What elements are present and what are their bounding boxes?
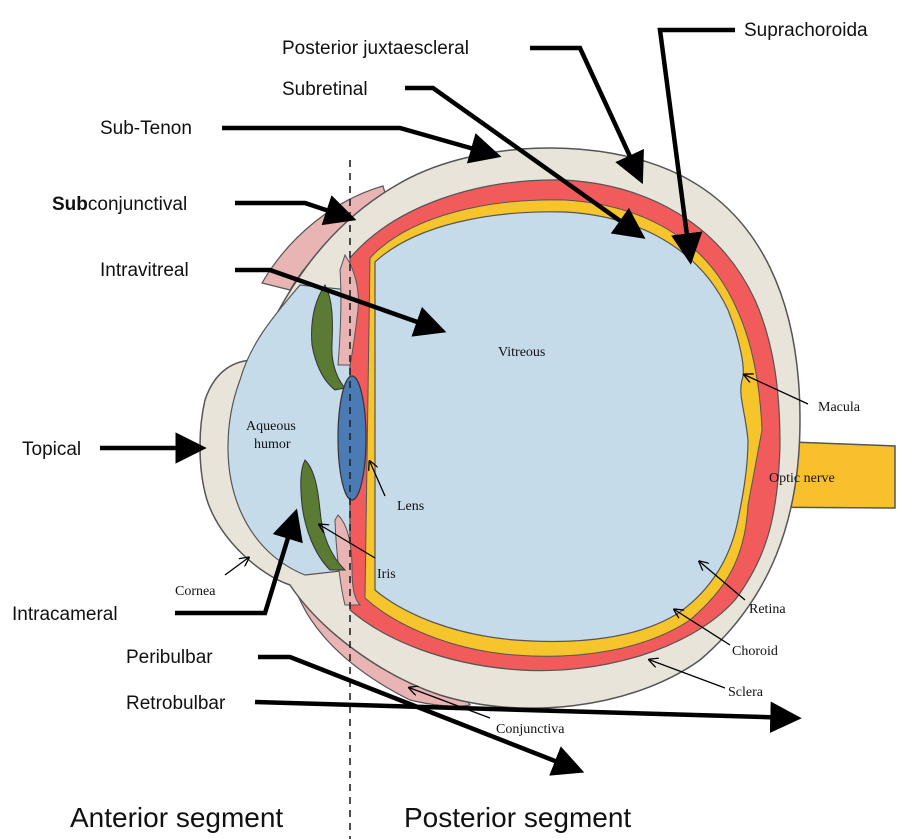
label-intracameral: Intracameral bbox=[12, 604, 118, 625]
pointer-cornea bbox=[225, 558, 248, 575]
label-choroid: Choroid bbox=[732, 644, 778, 659]
label-iris: Iris bbox=[377, 567, 396, 582]
label-sub-tenon: Sub-Tenon bbox=[100, 118, 192, 139]
label-cornea: Cornea bbox=[175, 584, 216, 599]
label-subconjunctival-rest: conjunctival bbox=[88, 194, 187, 215]
label-anterior-segment: Anterior segment bbox=[70, 802, 283, 833]
label-vitreous: Vitreous bbox=[498, 345, 545, 360]
label-topical: Topical bbox=[22, 439, 81, 460]
label-suprachoroidal: Suprachoroida bbox=[744, 20, 868, 41]
label-retrobulbar: Retrobulbar bbox=[126, 693, 226, 714]
arrow-sub-tenon bbox=[222, 128, 495, 155]
label-posterior-segment: Posterior segment bbox=[404, 802, 631, 833]
label-retina: Retina bbox=[749, 602, 786, 617]
label-aqueous-line1: Aqueous bbox=[246, 419, 296, 434]
label-posterior-juxtascleral: Posterior juxtaescleral bbox=[282, 38, 469, 59]
label-optic-nerve: Optic nerve bbox=[769, 471, 835, 486]
label-conjunctiva: Conjunctiva bbox=[496, 722, 565, 737]
vitreous-shape bbox=[375, 212, 748, 642]
label-macula: Macula bbox=[818, 400, 861, 415]
label-subconjunctival: Subconjunctival bbox=[52, 194, 187, 215]
lens-shape bbox=[338, 376, 366, 500]
label-subretinal: Subretinal bbox=[282, 79, 368, 100]
label-lens: Lens bbox=[397, 499, 424, 514]
label-aqueous-line2: humor bbox=[254, 437, 291, 452]
label-intravitreal: Intravitreal bbox=[100, 260, 189, 281]
label-peribulbar: Peribulbar bbox=[126, 647, 213, 668]
label-subconjunctival-prefix: Sub bbox=[52, 194, 88, 215]
label-sclera: Sclera bbox=[728, 685, 764, 700]
